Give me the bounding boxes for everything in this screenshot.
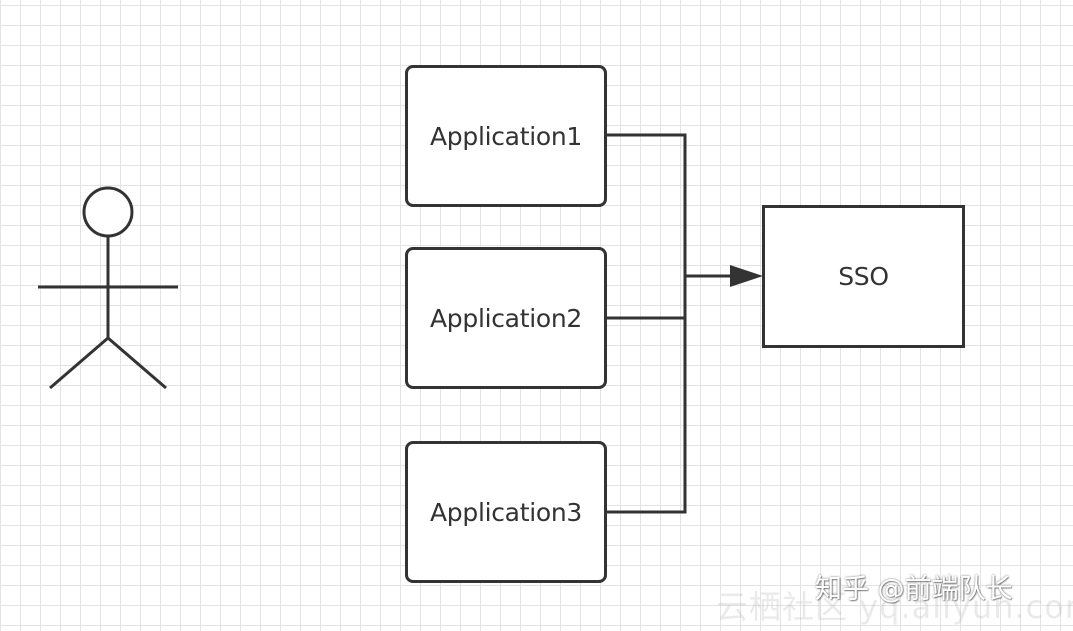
- application1-node[interactable]: Application1: [405, 65, 607, 207]
- sso-label: SSO: [838, 262, 889, 291]
- sso-node[interactable]: SSO: [762, 205, 965, 348]
- application2-node[interactable]: Application2: [405, 247, 607, 389]
- application2-label: Application2: [430, 303, 582, 333]
- application3-node[interactable]: Application3: [405, 441, 607, 583]
- application3-label: Application3: [430, 497, 582, 527]
- application1-label: Application1: [430, 121, 582, 151]
- arrowhead-icon: [730, 265, 763, 287]
- credit-watermark: 知乎 @前端队长: [815, 574, 1013, 605]
- site-watermark: 云栖社区 yq.aliyun.com: [716, 588, 1073, 626]
- stick-figure-user-icon: [38, 186, 178, 390]
